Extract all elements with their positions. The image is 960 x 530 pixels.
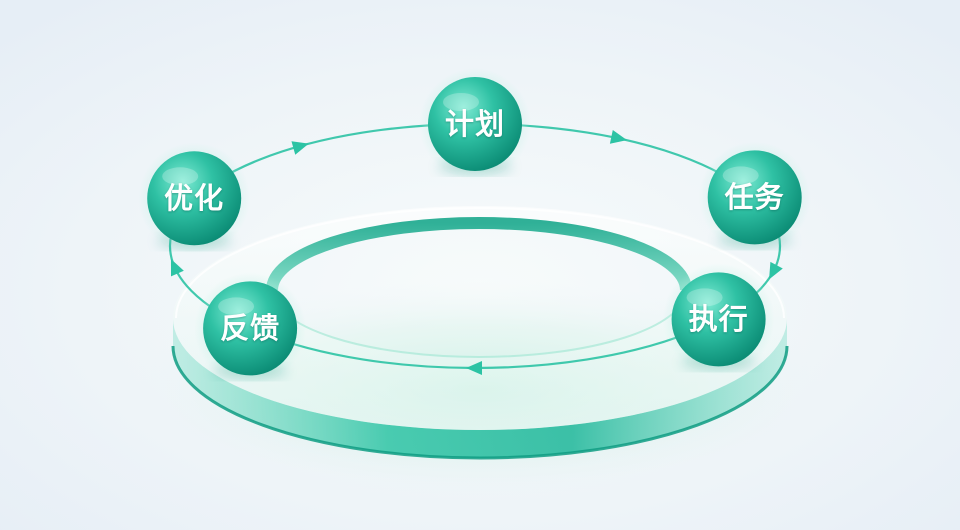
node-sphere-plan (428, 77, 522, 171)
node-sphere-execute (671, 272, 766, 367)
node-sphere-feedback (203, 281, 298, 376)
node-feedback (194, 272, 307, 385)
ring-highlight (175, 207, 785, 319)
node-plan (419, 68, 531, 180)
orbit-arrow-3 (769, 261, 783, 280)
node-execute (662, 263, 775, 376)
orbit-arrow-5 (170, 258, 184, 277)
node-gloss-execute (686, 288, 723, 307)
orbit-arrow-4 (466, 361, 482, 375)
orbit-arrow-2 (609, 129, 628, 144)
ring-band (173, 318, 787, 458)
node-gloss-optimize (162, 167, 199, 186)
node-gloss-plan (443, 93, 479, 111)
ring-top-surface (173, 206, 787, 430)
node-optimize (138, 142, 251, 255)
node-task (698, 141, 811, 254)
node-gloss-feedback (218, 297, 255, 316)
node-sphere-task (707, 150, 802, 245)
cycle-arrows (170, 129, 783, 375)
cycle-nodes (138, 68, 811, 385)
ring-bottom-edge (171, 345, 789, 460)
node-sphere-optimize (147, 151, 242, 246)
orbit-arrow-1 (291, 141, 309, 155)
node-gloss-task (722, 166, 759, 185)
ring-inner-wall (266, 217, 692, 291)
glass-ring (171, 206, 789, 460)
